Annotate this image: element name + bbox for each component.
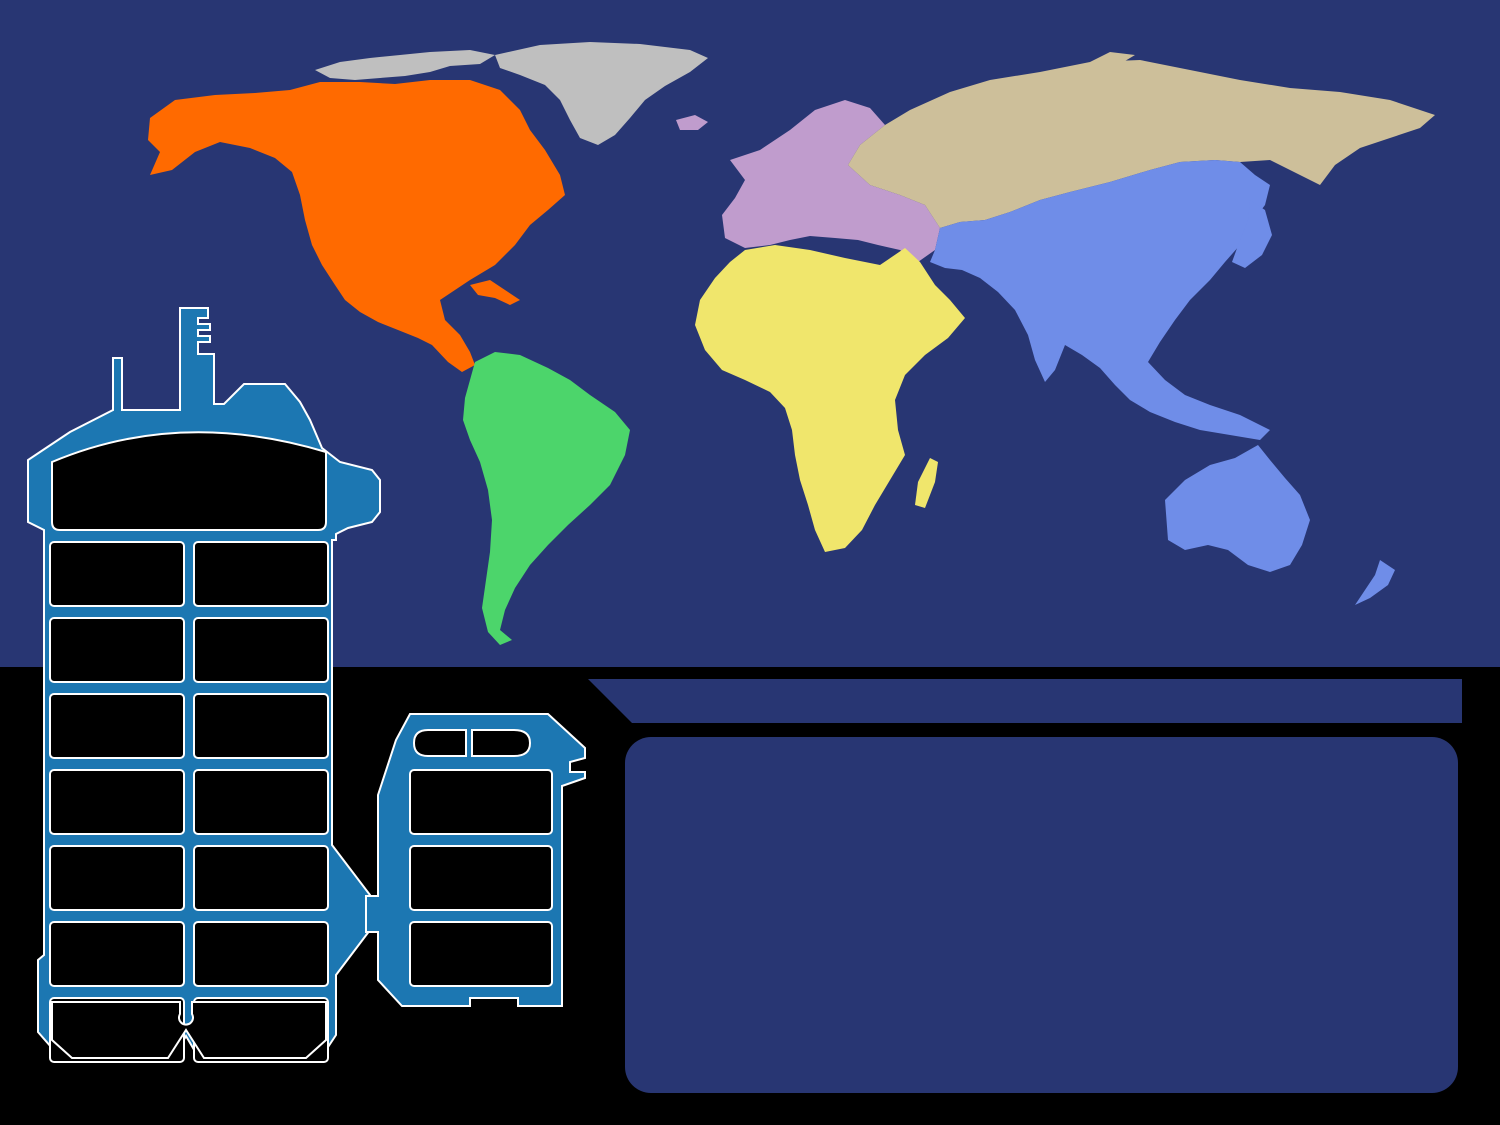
info-panel xyxy=(625,737,1458,1093)
region-oceania[interactable] xyxy=(1165,445,1310,572)
title-bar xyxy=(588,679,1462,723)
pod-cells xyxy=(409,769,553,987)
main-cell[interactable] xyxy=(49,617,185,683)
pod-cell[interactable] xyxy=(409,921,553,987)
main-top-chamber[interactable] xyxy=(51,431,327,531)
main-cell[interactable] xyxy=(193,617,329,683)
region-new-zealand xyxy=(1355,560,1395,605)
region-south-america[interactable] xyxy=(463,352,630,645)
main-cell[interactable] xyxy=(49,541,185,607)
region-japan xyxy=(1232,200,1272,268)
main-cell[interactable] xyxy=(193,541,329,607)
pod-cell[interactable] xyxy=(409,769,553,835)
region-europe[interactable] xyxy=(722,100,940,262)
region-caribbean xyxy=(470,280,520,305)
pod-cell[interactable] xyxy=(409,845,553,911)
region-madagascar xyxy=(915,458,938,508)
title-text xyxy=(648,683,1448,719)
main-cell[interactable] xyxy=(49,769,185,835)
main-bottom-chamber[interactable] xyxy=(51,1001,327,1059)
main-cell[interactable] xyxy=(49,921,185,987)
region-north-america[interactable] xyxy=(148,80,565,372)
main-cell[interactable] xyxy=(49,693,185,759)
arctic-islands xyxy=(315,50,495,80)
region-russia[interactable] xyxy=(848,60,1435,228)
main-cell[interactable] xyxy=(193,769,329,835)
region-iceland xyxy=(676,115,708,130)
main-cell[interactable] xyxy=(49,845,185,911)
region-africa[interactable] xyxy=(695,245,965,552)
region-novaya-zemlya xyxy=(1090,52,1135,64)
pod-top-left-slot[interactable] xyxy=(412,729,467,757)
station-schematic xyxy=(27,307,586,1063)
region-asia[interactable] xyxy=(930,160,1270,440)
main-cell[interactable] xyxy=(193,921,329,987)
pod-top-right-slot[interactable] xyxy=(471,729,532,757)
main-cell[interactable] xyxy=(193,693,329,759)
main-cell[interactable] xyxy=(193,845,329,911)
region-greenland[interactable] xyxy=(495,42,708,145)
